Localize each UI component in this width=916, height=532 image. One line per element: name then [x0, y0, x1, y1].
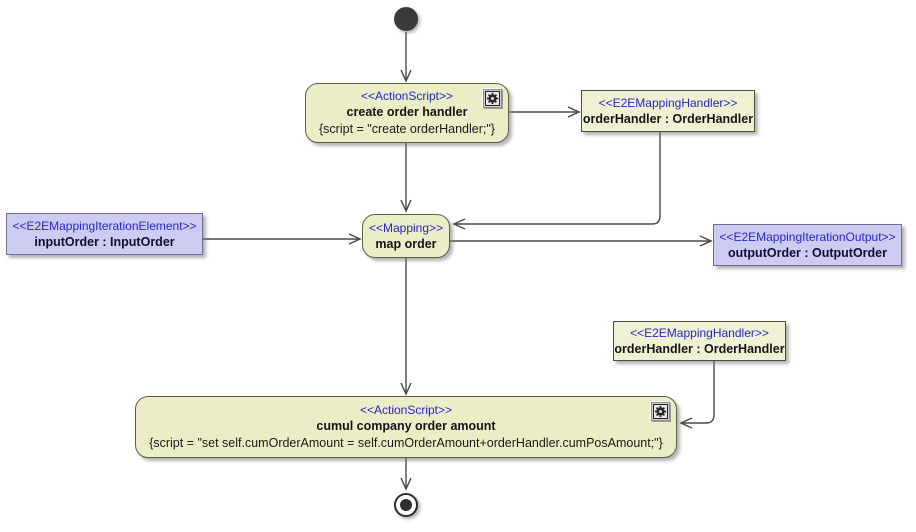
iteration-output-node-output-order[interactable]: <<E2EMappingIterationOutput>> outputOrde… — [713, 224, 902, 266]
mapping-node-map-order[interactable]: <<Mapping>> map order — [362, 214, 450, 258]
edge-handler-to-maporder — [452, 132, 661, 230]
initial-node[interactable] — [394, 7, 418, 31]
node-name: orderHandler : OrderHandler — [582, 111, 754, 126]
gear-icon-glyph — [485, 91, 500, 106]
gear-icon — [483, 89, 502, 108]
node-name: outputOrder : OutputOrder — [727, 245, 887, 260]
node-name: orderHandler : OrderHandler — [614, 341, 785, 356]
stereotype-label: <<E2EMappingHandler>> — [630, 325, 769, 340]
node-name: create order handler — [346, 105, 468, 119]
node-name: inputOrder : InputOrder — [34, 234, 175, 249]
stereotype-label: <<ActionScript>> — [360, 89, 454, 103]
node-script: {script = "set self.cumOrderAmount = sel… — [149, 436, 663, 450]
action-node-cumul-company-order-amount[interactable]: <<ActionScript>> cumul company order amo… — [135, 396, 677, 458]
edge-handler2-to-cumul — [679, 361, 715, 429]
stereotype-label: <<E2EMappingIterationOutput>> — [719, 229, 896, 244]
final-node[interactable] — [394, 493, 418, 517]
node-name: map order — [375, 236, 437, 251]
iteration-element-node-input-order[interactable]: <<E2EMappingIterationElement>> inputOrde… — [6, 213, 203, 255]
stereotype-label: <<ActionScript>> — [359, 403, 453, 417]
gear-icon — [651, 402, 670, 421]
node-name: cumul company order amount — [316, 419, 496, 433]
handler-node-order-handler-top[interactable]: <<E2EMappingHandler>> orderHandler : Ord… — [581, 90, 755, 132]
gear-icon-glyph — [653, 404, 668, 419]
node-script: {script = "create orderHandler;"} — [319, 122, 495, 136]
stereotype-label: <<E2EMappingHandler>> — [598, 95, 738, 110]
stereotype-label: <<E2EMappingIterationElement>> — [12, 218, 197, 233]
stereotype-label: <<Mapping>> — [368, 220, 444, 235]
action-node-create-order-handler[interactable]: <<ActionScript>> create order handler {s… — [305, 83, 509, 143]
handler-node-order-handler-bottom[interactable]: <<E2EMappingHandler>> orderHandler : Ord… — [613, 321, 786, 361]
final-node-dot — [400, 499, 412, 511]
